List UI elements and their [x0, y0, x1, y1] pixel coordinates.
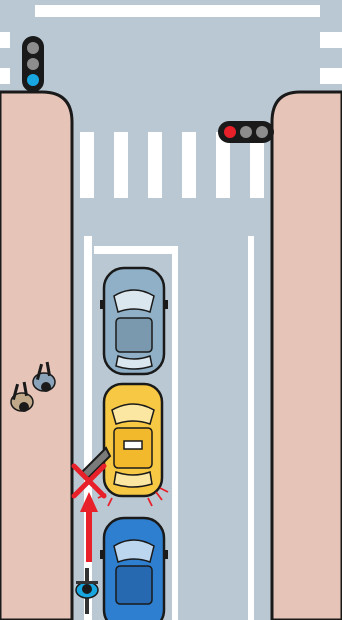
rear-car [100, 518, 168, 620]
right-vehicle-signal [218, 121, 274, 143]
front-car [100, 268, 168, 374]
right-sidewalk [272, 92, 342, 620]
left-pedestrian-signal [22, 36, 44, 92]
left-sidewalk [0, 92, 72, 620]
